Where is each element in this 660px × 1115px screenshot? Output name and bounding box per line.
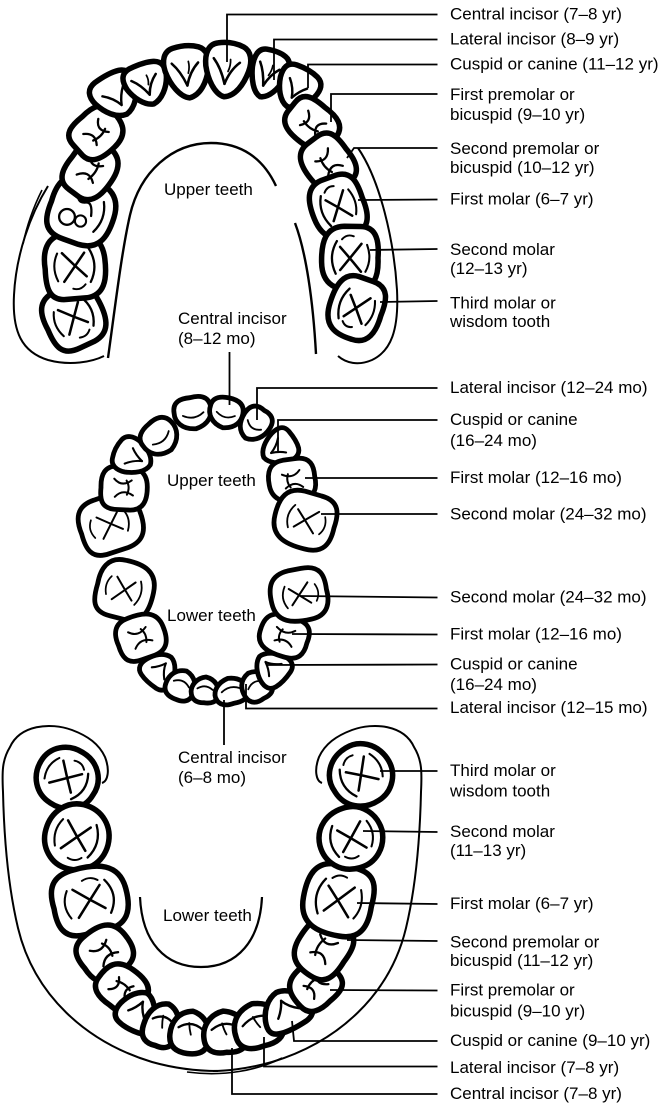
svg-text:Cuspid or canine: Cuspid or canine [450,654,578,673]
svg-text:(12–13 yr): (12–13 yr) [450,259,527,278]
svg-text:First molar (12–16 mo): First molar (12–16 mo) [450,468,622,487]
svg-text:Second premolar or: Second premolar or [450,932,600,951]
svg-text:Cuspid or canine (9–10 yr): Cuspid or canine (9–10 yr) [450,1031,650,1050]
svg-text:Central incisor (7–8 yr): Central incisor (7–8 yr) [450,1084,622,1103]
svg-text:(8–12 mo): (8–12 mo) [178,329,255,348]
svg-text:bicuspid (10–12 yr): bicuspid (10–12 yr) [450,158,595,177]
svg-text:(16–24 mo): (16–24 mo) [450,431,537,450]
svg-text:(6–8 mo): (6–8 mo) [178,768,246,787]
svg-text:First premolar or: First premolar or [450,980,575,999]
svg-text:Lateral incisor (12–15 mo): Lateral incisor (12–15 mo) [450,698,647,717]
svg-text:wisdom tooth: wisdom tooth [449,781,550,800]
svg-text:Second premolar or: Second premolar or [450,139,600,158]
svg-text:bicuspid (11–12 yr): bicuspid (11–12 yr) [450,951,593,970]
svg-text:Lateral incisor (8–9 yr): Lateral incisor (8–9 yr) [450,29,619,48]
svg-text:First molar (12–16 mo): First molar (12–16 mo) [450,624,622,643]
svg-text:bicuspid (9–10 yr): bicuspid (9–10 yr) [450,105,585,124]
svg-text:Second molar: Second molar [450,240,555,259]
svg-text:Second molar (24–32 mo): Second molar (24–32 mo) [450,587,647,606]
svg-text:First molar (6–7 yr): First molar (6–7 yr) [450,894,594,913]
svg-text:Cuspid or canine (11–12 yr): Cuspid or canine (11–12 yr) [450,54,659,73]
svg-text:(16–24 mo): (16–24 mo) [450,675,537,694]
svg-text:Central incisor: Central incisor [178,748,287,767]
svg-text:Lower teeth: Lower teeth [163,906,252,925]
svg-text:Central incisor (7–8 yr): Central incisor (7–8 yr) [450,4,622,23]
svg-text:bicuspid (9–10 yr): bicuspid (9–10 yr) [450,1001,585,1020]
svg-text:Lateral incisor (7–8 yr): Lateral incisor (7–8 yr) [450,1058,619,1077]
svg-text:First molar (6–7 yr): First molar (6–7 yr) [450,189,594,208]
svg-text:(11–13 yr): (11–13 yr) [450,841,526,860]
svg-text:Cuspid or canine: Cuspid or canine [450,410,578,429]
svg-text:Upper teeth: Upper teeth [164,180,253,199]
svg-text:Lateral incisor (12–24 mo): Lateral incisor (12–24 mo) [450,378,647,397]
svg-text:Central incisor: Central incisor [178,309,287,328]
svg-text:First premolar or: First premolar or [450,85,575,104]
svg-text:Second molar (24–32 mo): Second molar (24–32 mo) [450,504,647,523]
svg-text:Third molar or: Third molar or [450,761,556,780]
svg-text:Lower teeth: Lower teeth [167,606,256,625]
svg-text:wisdom tooth: wisdom tooth [449,312,550,331]
svg-text:Upper teeth: Upper teeth [167,471,256,490]
svg-text:Third molar or: Third molar or [450,293,556,312]
svg-text:Second molar: Second molar [450,822,555,841]
